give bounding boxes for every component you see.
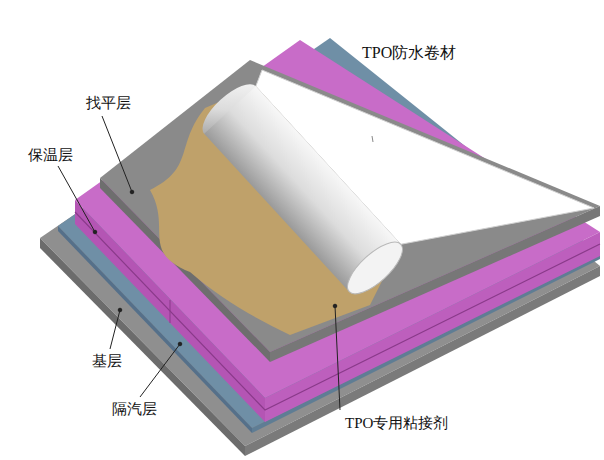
leader-lines (58, 116, 340, 410)
layer-label: TPO专用粘接剂 (345, 414, 448, 432)
insulation-layer (75, 40, 600, 422)
layer-label: 保温层 (28, 146, 73, 164)
leveling-layer (100, 60, 600, 362)
layer-label: 找平层 (86, 94, 131, 112)
vapor-barrier-layer (58, 38, 600, 433)
layer-label: 隔汽层 (112, 400, 157, 418)
title-label: TPO防水卷材 (362, 44, 456, 62)
membrane-roll (195, 76, 411, 302)
sheet-mark (372, 136, 373, 142)
layer-label: 基层 (92, 352, 122, 370)
base-layer (40, 40, 600, 456)
